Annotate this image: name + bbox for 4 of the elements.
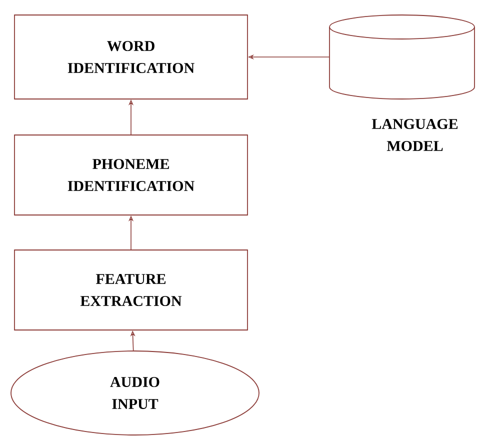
cylinder-label: LANGUAGE MODEL — [372, 118, 458, 152]
process-box: WORD IDENTIFICATION — [14, 14, 248, 100]
process-box: FEATURE EXTRACTION — [14, 250, 248, 330]
process-box: PHONEME IDENTIFICATION — [14, 134, 248, 216]
